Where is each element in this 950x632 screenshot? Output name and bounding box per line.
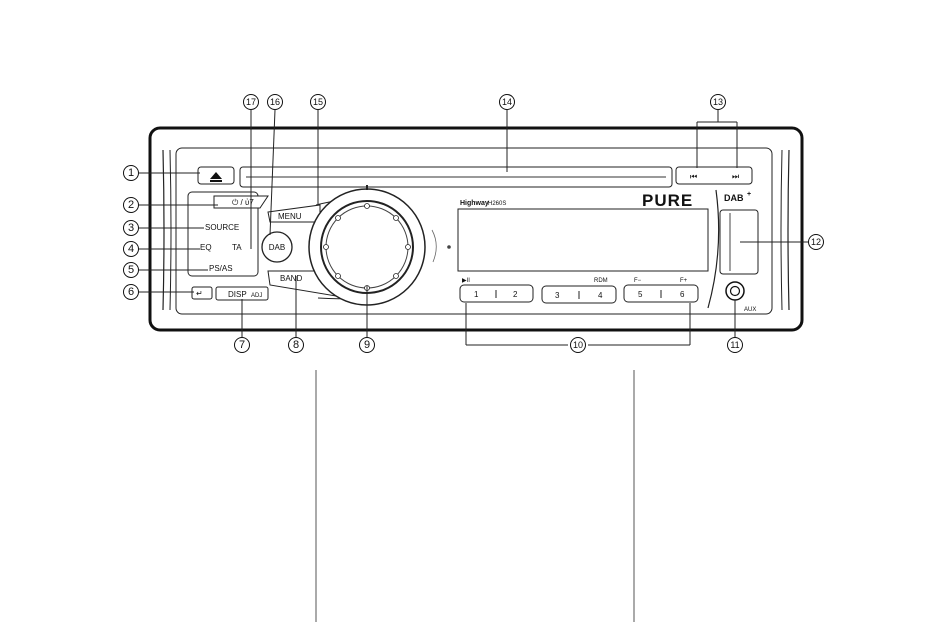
callout-15: 15 <box>313 97 323 107</box>
callout-17: 17 <box>246 97 256 107</box>
disp-label: DISP <box>228 290 247 299</box>
preset-6-button[interactable]: 6 <box>680 290 685 299</box>
callout-5: 5 <box>128 264 134 276</box>
power-mute-button[interactable]: ⏻ / ὐ7 <box>214 196 268 208</box>
f-minus-label: F− <box>634 278 642 284</box>
model-prefix: Highway <box>460 200 489 207</box>
callout-10: 10 <box>573 340 583 350</box>
dab-plus-text: + <box>747 191 751 198</box>
eq-button[interactable]: EQ <box>200 243 212 252</box>
preset-1-button[interactable]: 1 <box>474 290 479 299</box>
callout-9: 9 <box>364 339 370 351</box>
prev-icon: ⏮ <box>690 172 697 181</box>
callout-12: 12 <box>811 237 821 247</box>
play-pause-label: ▶II <box>462 278 470 284</box>
preset-3-button[interactable]: 3 <box>555 291 560 300</box>
callout-6: 6 <box>128 286 134 298</box>
band-label: BAND <box>280 274 302 283</box>
callout-13: 13 <box>713 97 723 107</box>
callout-7: 7 <box>239 339 245 351</box>
aux-label: AUX <box>744 307 756 313</box>
callout-3: 3 <box>128 222 134 234</box>
callout-11: 11 <box>730 340 739 350</box>
adj-label: ADJ <box>251 293 262 299</box>
callout-4: 4 <box>128 243 134 255</box>
pure-logo: PURE <box>642 191 693 210</box>
eject-button[interactable] <box>198 167 234 184</box>
preset-buttons-1-2: 1 2 <box>460 285 533 302</box>
callout-2: 2 <box>128 199 134 211</box>
prev-next-button[interactable]: ⏮ ⏭ <box>676 167 752 184</box>
callout-8: 8 <box>293 339 299 351</box>
back-button[interactable]: ↵ <box>192 287 212 299</box>
display-screen <box>458 209 708 271</box>
source-button[interactable]: SOURCE <box>205 223 239 232</box>
dab-button[interactable]: DAB <box>262 232 292 262</box>
preset-2-button[interactable]: 2 <box>513 290 518 299</box>
preset-buttons-5-6: 5 6 <box>624 285 698 302</box>
f-plus-label: F+ <box>680 278 688 284</box>
model-suffix: H260S <box>488 201 506 207</box>
callout-16: 16 <box>270 97 280 107</box>
rdm-label: RDM <box>594 278 608 284</box>
preset-5-button[interactable]: 5 <box>638 290 643 299</box>
menu-button[interactable]: MENU <box>268 205 320 222</box>
dab-label: DAB <box>269 243 285 252</box>
back-icon: ↵ <box>196 289 203 298</box>
preset-4-button[interactable]: 4 <box>598 291 603 300</box>
dab-logo-text: DAB <box>724 193 744 203</box>
ta-button[interactable]: TA <box>232 243 242 252</box>
disp-button[interactable]: DISP ADJ <box>216 287 268 300</box>
aux-jack[interactable] <box>726 282 744 300</box>
dab-plus-logo: DAB + <box>724 191 751 203</box>
psas-button[interactable]: PS/AS <box>209 264 233 273</box>
callout-1: 1 <box>128 167 134 179</box>
preset-buttons-3-4: 3 4 <box>542 286 616 303</box>
next-icon: ⏭ <box>732 172 739 181</box>
callout-14: 14 <box>502 97 512 107</box>
menu-label: MENU <box>278 212 302 221</box>
